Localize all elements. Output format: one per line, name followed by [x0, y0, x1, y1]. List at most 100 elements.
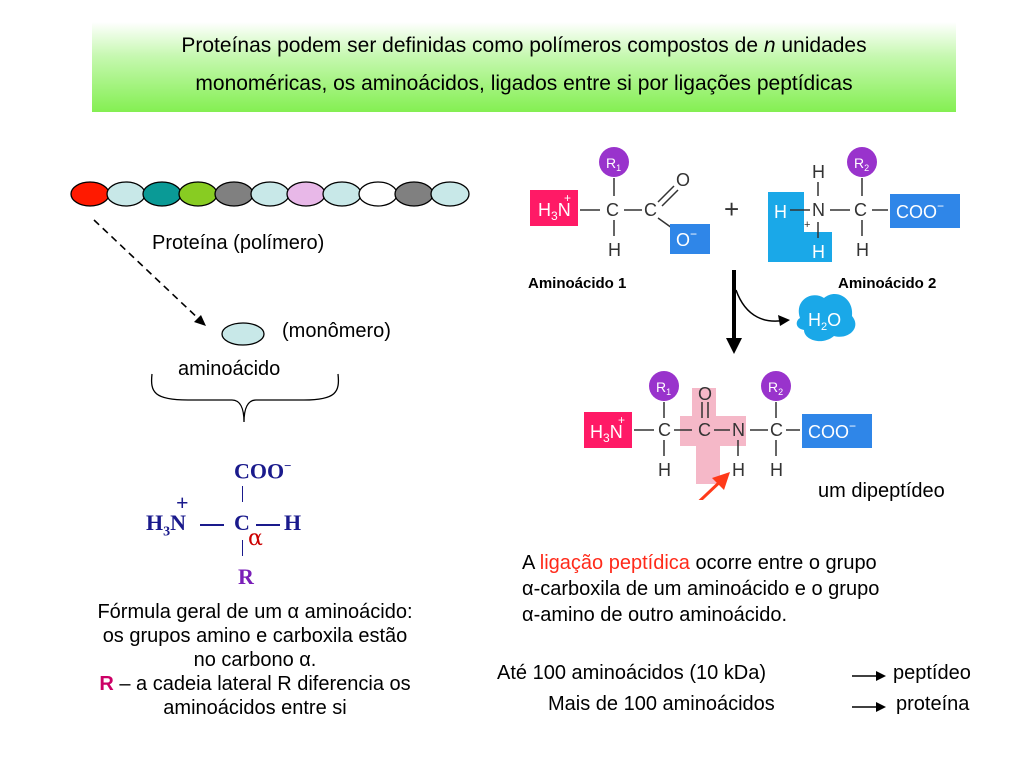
dp-r1-circle	[649, 371, 679, 401]
polymer-chain	[70, 181, 470, 207]
aa1-h3n: H3N	[538, 200, 571, 223]
polymer-bead	[214, 181, 254, 207]
caption-line-3: no carbono α.	[193, 649, 317, 671]
aa1-calpha: C	[606, 200, 619, 220]
dp-r2-circle	[761, 371, 791, 401]
peptide-note: A ligação peptídica ocorre entre o grupo…	[522, 550, 992, 628]
formula-bond-top	[242, 486, 243, 502]
caption-line-4: R – a cadeia lateral R diferencia os	[99, 673, 411, 695]
title-line-2: monoméricas, os aminoácidos, ligados ent…	[195, 72, 853, 95]
polymer-bead	[394, 181, 434, 207]
peptide-note-line-1: A ligação peptídica ocorre entre o grupo	[522, 552, 877, 574]
aa2-h-top: H	[812, 162, 825, 182]
polymer-bead	[142, 181, 182, 207]
dashed-arrow-line	[93, 219, 203, 323]
caption-line-5: aminoácidos entre si	[163, 697, 347, 719]
title-banner: Proteínas podem ser definidas como polím…	[92, 22, 956, 112]
aa2-r-circle	[847, 147, 877, 177]
formula-bond-right	[256, 524, 280, 526]
monomer-bead	[221, 322, 265, 346]
brace	[150, 373, 340, 423]
aa2-calpha: C	[854, 200, 867, 220]
water-molecule	[796, 294, 856, 342]
amine-box-3	[584, 412, 632, 448]
polymer-bead	[106, 181, 146, 207]
carboxyl-box-1	[670, 224, 710, 254]
formula-r: R	[238, 564, 254, 589]
carboxyl-box-3	[802, 414, 872, 448]
aa2-label: Aminoácido 2	[838, 275, 936, 292]
aa2-n: N	[812, 200, 825, 220]
polymer-bead	[430, 181, 470, 207]
svg-text:+: +	[618, 413, 625, 427]
svg-text:+: +	[804, 219, 810, 231]
carboxyl-box-2	[890, 194, 960, 228]
peptide-note-line-3: α-amino de outro aminoácido.	[522, 604, 788, 626]
aa2-blue-shape	[768, 192, 832, 262]
aa1-carbonyl-c: C	[644, 200, 657, 220]
reaction-plus: +	[724, 194, 739, 224]
size-row2-arrow	[852, 702, 886, 712]
formula-h3n: H3N	[146, 510, 187, 540]
polymer-bead	[250, 181, 290, 207]
amine-box-1	[530, 190, 578, 226]
size-row1-right: peptídeo	[893, 662, 971, 684]
dipeptide-label: um dipeptídeo	[818, 480, 945, 502]
aa1-h: H	[608, 240, 621, 260]
polymer-bead	[178, 181, 218, 207]
title-line-1: Proteínas podem ser definidas como polím…	[181, 34, 867, 57]
svg-text:H: H	[732, 460, 745, 480]
svg-text:H3N: H3N	[590, 422, 623, 445]
formula-plus: +	[176, 490, 189, 515]
polymer-bead	[286, 181, 326, 207]
aa1-o: O	[676, 170, 690, 190]
water-label: H2O	[808, 310, 841, 333]
svg-text:R1: R1	[606, 155, 621, 173]
polymer-bead	[322, 181, 362, 207]
size-row1-left: Até 100 aminoácidos (10 kDa)	[497, 662, 767, 684]
size-row2-right: proteína	[896, 693, 970, 715]
formula-caption: Fórmula geral de um α aminoácido: os gru…	[40, 600, 470, 720]
svg-text:H: H	[770, 460, 783, 480]
polymer-label: Proteína (polímero)	[152, 232, 325, 254]
aa1-r-circle	[599, 147, 629, 177]
svg-text:C: C	[698, 420, 711, 440]
svg-text:C: C	[770, 420, 783, 440]
svg-text:COO−: COO−	[808, 419, 856, 442]
polymer-bead	[70, 181, 110, 207]
polymer-bead	[358, 181, 398, 207]
svg-text:H: H	[658, 460, 671, 480]
size-row2-left: Mais de 100 aminoácidos	[548, 693, 775, 715]
formula-h: H	[284, 510, 302, 535]
polymer-diagram	[70, 181, 470, 346]
peptide-pointer-arrow	[698, 476, 726, 500]
aa2-h-left: H	[774, 202, 787, 222]
aa2-coo: COO−	[896, 199, 944, 222]
svg-text:R1: R1	[656, 379, 671, 397]
aa1-plus: +	[564, 191, 571, 205]
aa2-h: H	[856, 240, 869, 260]
general-formula: COO− + H3N C H α R	[130, 458, 330, 589]
monomer-name: aminoácido	[178, 358, 281, 380]
monomer-label: (monômero)	[282, 320, 391, 342]
aa1-ominus: O−	[676, 227, 697, 250]
aa1-label: Aminoácido 1	[528, 275, 626, 292]
aa2-h-bottom: H	[812, 242, 825, 262]
formula-alpha: α	[248, 526, 263, 551]
formula-coo: COO−	[234, 458, 292, 484]
svg-text:R2: R2	[854, 155, 869, 173]
dashed-arrow-head	[194, 315, 206, 326]
svg-text:O: O	[698, 384, 712, 404]
formula-c: C	[234, 510, 250, 535]
svg-text:N: N	[732, 420, 745, 440]
formula-bond-left	[200, 524, 224, 526]
size-row1-arrow	[852, 671, 886, 681]
formula-bond-bottom	[242, 540, 243, 556]
peptide-bond-highlight	[680, 388, 746, 484]
caption-line-1: Fórmula geral de um α aminoácido:	[97, 601, 413, 623]
peptide-note-line-2: α-carboxila de um aminoácido e o grupo	[522, 578, 880, 600]
svg-text:R2: R2	[768, 379, 783, 397]
svg-text:C: C	[658, 420, 671, 440]
caption-line-2: os grupos amino e carboxila estão	[102, 625, 408, 647]
reaction-diagram: H3N + C R1 H C O O− + H N + H H C R2 H	[528, 147, 960, 500]
